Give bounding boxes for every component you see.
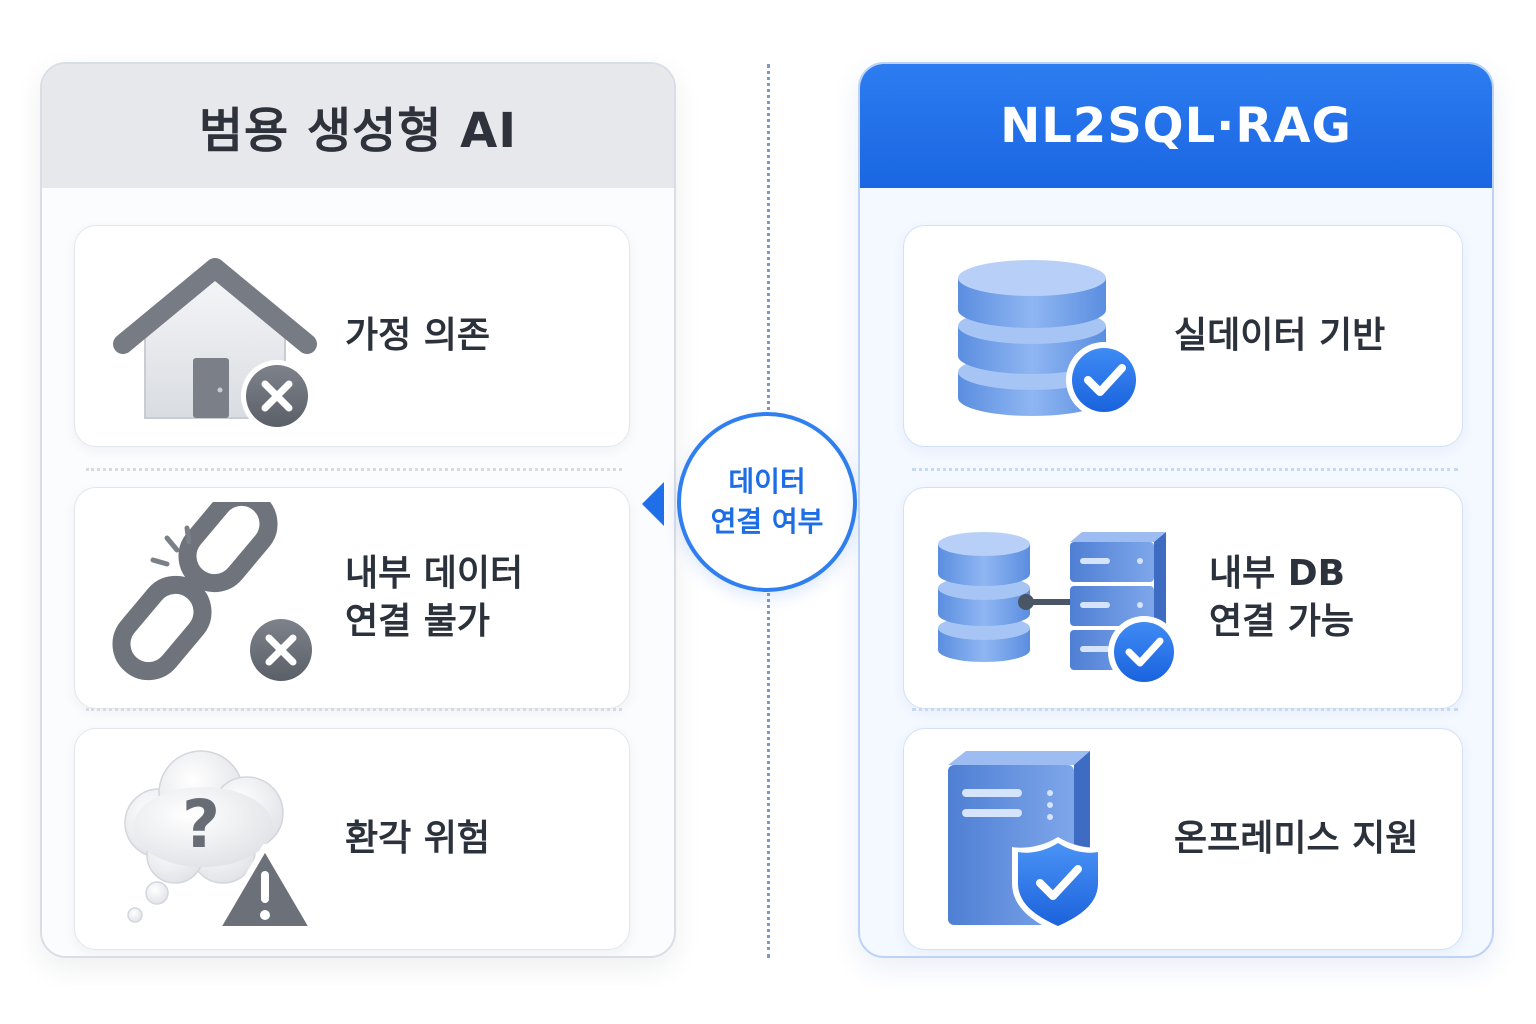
nl2sql-rag-title: NL2SQL·RAG	[860, 64, 1492, 188]
card-internal-data-unavailable: 내부 데이터 연결 불가	[74, 487, 630, 709]
card-real-data-based: 실데이터 기반	[903, 225, 1463, 447]
card-label: 내부 데이터 연결 불가	[345, 553, 524, 642]
house-x-icon	[113, 258, 317, 432]
data-connection-badge: 데이터 연결 여부	[677, 412, 857, 592]
row-divider	[86, 708, 622, 711]
generic-ai-panel: 범용 생성형 AI 가정 의존	[40, 62, 676, 958]
card-internal-db-connectable: 내부 DB 연결 가능	[903, 487, 1463, 709]
server-shield-icon	[948, 751, 1104, 933]
arrow-left-icon	[642, 482, 664, 526]
row-divider	[912, 468, 1458, 471]
card-assumption-dependency: 가정 의존	[74, 225, 630, 447]
row-divider	[912, 708, 1458, 711]
db-server-check-icon	[938, 532, 1180, 688]
broken-link-x-icon	[112, 502, 317, 686]
svg-text:?: ?	[182, 786, 220, 863]
card-label: 실데이터 기반	[1174, 315, 1386, 356]
card-hallucination-risk: ? 환각 위험	[74, 728, 630, 950]
card-label: 환각 위험	[345, 818, 491, 859]
row-divider	[86, 468, 622, 471]
generic-ai-title: 범용 생성형 AI	[42, 64, 674, 188]
card-label: 온프레미스 지원	[1174, 818, 1419, 859]
database-check-icon	[958, 260, 1142, 418]
card-label: 가정 의존	[345, 315, 491, 356]
nl2sql-rag-panel: NL2SQL·RAG	[858, 62, 1494, 958]
card-on-premise-support: 온프레미스 지원	[903, 728, 1463, 950]
thought-warning-icon: ?	[124, 750, 316, 932]
card-label: 내부 DB 연결 가능	[1209, 553, 1355, 642]
